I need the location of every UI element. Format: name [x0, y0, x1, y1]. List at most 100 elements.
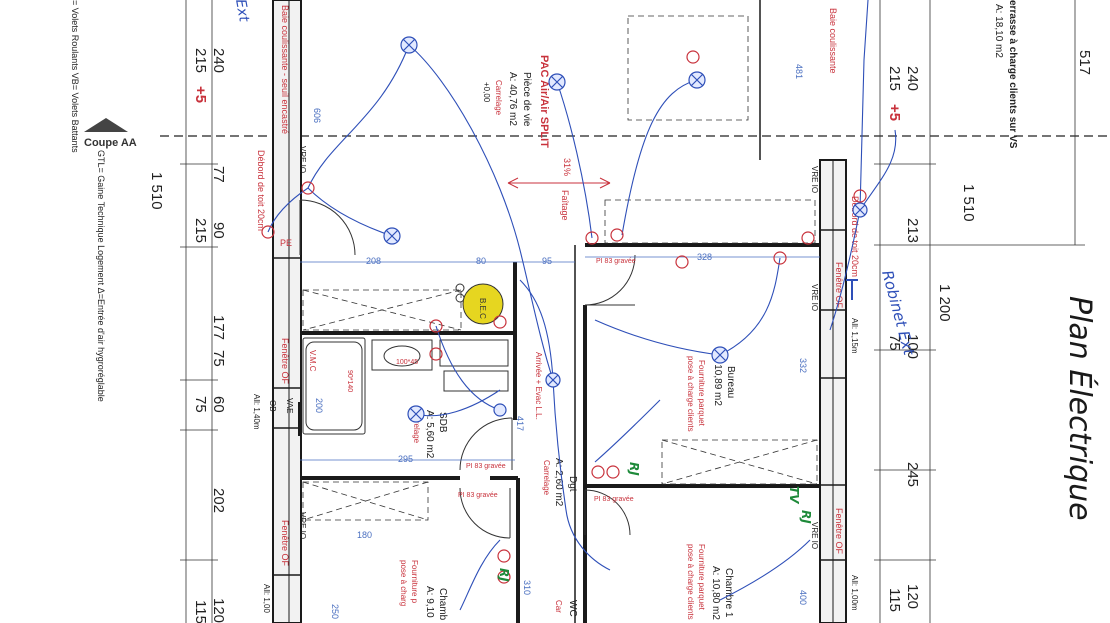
dim-240: 240 — [210, 48, 227, 73]
svg-text:VRE IO: VRE IO — [810, 522, 819, 549]
fenetre-left1: Fenêtre OF — [280, 338, 290, 385]
svg-text:250: 250 — [330, 604, 340, 619]
svg-text:332: 332 — [798, 358, 808, 373]
dim-75b: 75 — [210, 350, 227, 367]
svg-text:Dgt: Dgt — [567, 476, 578, 492]
svg-text:95: 95 — [542, 256, 552, 266]
dim-215b: 215 — [192, 218, 209, 243]
socket-icon — [429, 319, 443, 333]
ri-note: RJ — [497, 568, 511, 582]
pct: 31% — [562, 158, 572, 176]
bec-label: B.E.C — [478, 298, 487, 319]
room-chambre2: Chamb A: 9,10 Fourniture p pose à charg — [399, 560, 448, 621]
legend-line2: GTL= Gaine Technique Logement Δ=Entrée d… — [96, 150, 106, 402]
dim-120-right: 120 — [904, 584, 921, 609]
svg-text:Fourniture parquet: Fourniture parquet — [697, 360, 706, 427]
svg-text:Carrelage: Carrelage — [494, 80, 503, 116]
left-dim-ticks — [180, 163, 218, 561]
dim-517: 517 — [1076, 50, 1093, 75]
dim-75: 75 — [192, 396, 209, 413]
svg-text:VRE IO: VRE IO — [298, 512, 307, 539]
svg-text:pose à charge clients: pose à charge clients — [686, 544, 695, 620]
socket-icon — [301, 181, 315, 195]
dim-1200: 1 200 — [936, 284, 953, 322]
dim-120: 120 — [210, 598, 227, 623]
dim-177: 177 — [210, 315, 227, 340]
fenetre-right2: Fenêtre OF — [834, 508, 844, 555]
falage: Faîtage — [560, 190, 570, 221]
tv-note: TV — [787, 486, 801, 505]
svg-text:Carrelage: Carrelage — [542, 460, 551, 496]
closets — [302, 15, 818, 521]
svg-text:Fourniture parquet: Fourniture parquet — [697, 544, 706, 611]
dim-75-right: 75 — [886, 334, 903, 351]
socket-icon — [497, 570, 511, 584]
svg-text:Chamb: Chamb — [437, 588, 448, 621]
room-chambre1: Chambre 1 A: 10,80 m2 Fourniture parquet… — [686, 544, 734, 620]
svg-text:+0,00: +0,00 — [482, 82, 491, 103]
robinet-note: Robinet Ext — [878, 268, 918, 358]
room-wc: WC Car — [554, 600, 578, 617]
svg-text:pose à charg: pose à charg — [399, 560, 408, 606]
svg-text:A: 18,10 m2: A: 18,10 m2 — [993, 4, 1004, 58]
legend-line1: = Volets Roulants VB= Volets Battants — [70, 0, 80, 153]
dim-1510-left: 1 510 — [148, 172, 165, 210]
svg-text:295: 295 — [398, 454, 413, 464]
window-dividers — [273, 229, 846, 576]
socket-icons — [261, 50, 867, 584]
svg-text:All: 1,00m: All: 1,00m — [850, 575, 859, 611]
interior-walls — [298, 243, 820, 623]
tub-size: 100*45 — [396, 359, 418, 366]
dim-90: 90 — [210, 222, 227, 239]
socket-icon — [610, 228, 624, 242]
svg-text:pose à charge clients: pose à charge clients — [686, 356, 695, 432]
shower-size: 90*140 — [346, 370, 353, 392]
dim-115-right: 115 — [886, 588, 903, 612]
svg-text:A: 9,10: A: 9,10 — [424, 586, 435, 618]
bec-unit — [462, 283, 504, 325]
dim-213: 213 — [904, 218, 921, 243]
dim-215-right: 215 — [886, 66, 903, 91]
svg-text:328: 328 — [697, 252, 712, 262]
socket-icon — [591, 465, 605, 479]
room-dgt: Dgt A: 2,60 m2 Carrelage — [542, 458, 578, 507]
socket-icon — [801, 231, 815, 245]
svg-text:A: 2,60 m2: A: 2,60 m2 — [553, 458, 564, 507]
page-title: Plan Électrique — [1062, 296, 1098, 521]
pe-label: PE — [280, 238, 292, 248]
svg-text:OB: OB — [268, 400, 277, 412]
dim-plus5: +5 — [192, 86, 209, 103]
fenetre-right1: Fenêtre OF — [834, 262, 844, 309]
dim-202: 202 — [210, 488, 227, 513]
svg-text:A: 40,76 m2: A: 40,76 m2 — [507, 72, 518, 126]
svg-text:606: 606 — [312, 108, 322, 123]
svg-text:WC: WC — [567, 600, 578, 617]
bathroom-fixtures — [302, 283, 509, 435]
section-marker-icon — [84, 118, 128, 132]
svg-text:All: 1,40m: All: 1,40m — [252, 394, 261, 430]
pi83-2: PI 83 gravée — [466, 463, 506, 470]
dim-77: 77 — [210, 166, 227, 183]
dim-1510-right: 1 510 — [960, 184, 977, 222]
socket-icon — [261, 225, 275, 239]
svg-text:VAE: VAE — [285, 398, 294, 413]
dim-60: 60 — [210, 396, 227, 413]
pi83-3: PI 83 gravée — [458, 492, 498, 499]
dim-245: 245 — [904, 462, 921, 487]
svg-text:Car: Car — [554, 600, 563, 613]
svg-text:All: 1,15m: All: 1,15m — [850, 318, 859, 354]
svg-text:208: 208 — [366, 256, 381, 266]
dim-240-right: 240 — [904, 66, 921, 91]
ceiling-light-icon — [493, 403, 507, 417]
debord-left: Débord de toit 20cm — [256, 150, 266, 231]
svg-text:A: 10,89 m2: A: 10,89 m2 — [712, 352, 723, 406]
socket-icon — [686, 50, 700, 64]
inner-dims: 208 80 95 328 332 295 200 250 180 417 60… — [300, 64, 820, 619]
svg-text:400: 400 — [798, 590, 808, 605]
wall-labels: VRE IO VRE IO VRE IO VRE IO VRE IO VAE O… — [252, 146, 859, 613]
svg-text:Bureau: Bureau — [725, 366, 736, 398]
red-annotations: Baie coulissante - seuil encastré Baie c… — [256, 5, 860, 567]
svg-text:errasse à charge clients sur V: errasse à charge clients sur VS — [1007, 0, 1018, 149]
socket-icon — [675, 255, 689, 269]
dim-plus5-right: +5 — [886, 104, 903, 121]
